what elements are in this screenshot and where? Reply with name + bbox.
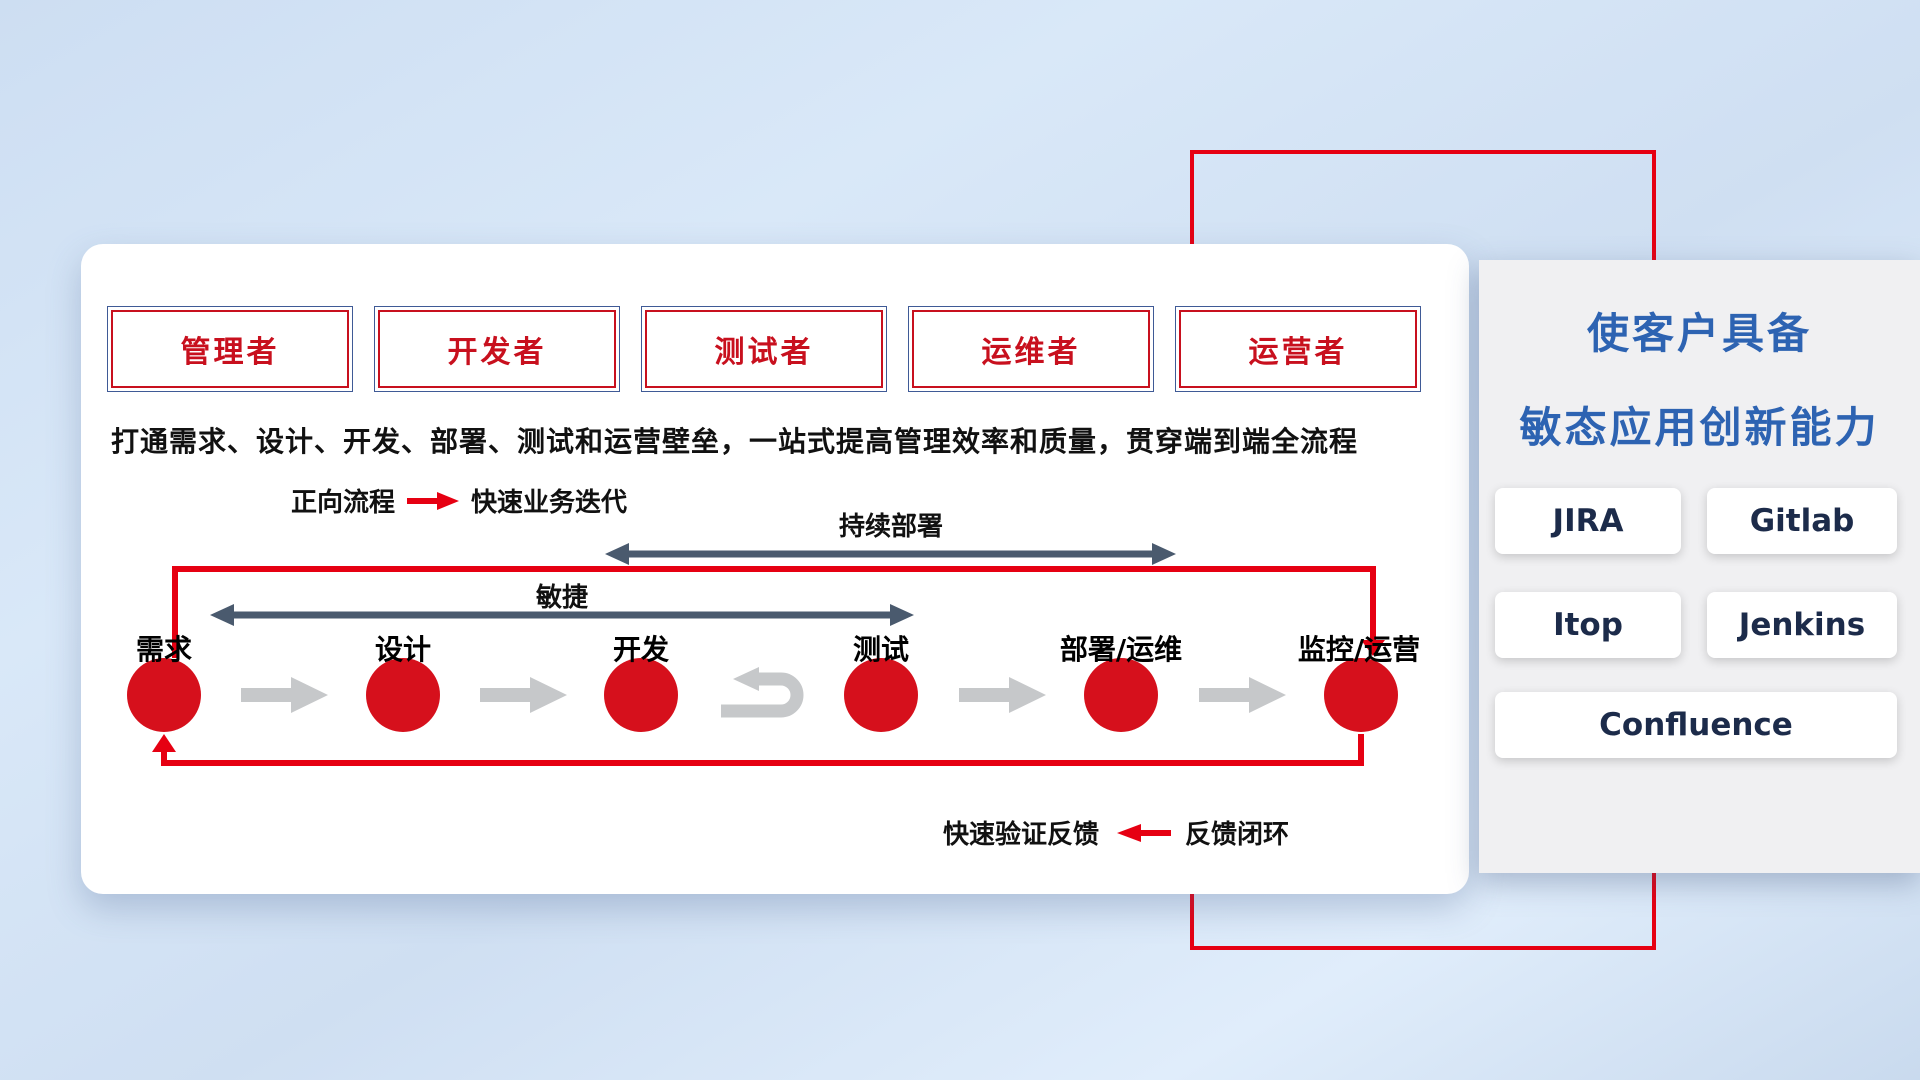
stage-label-development: 开发 (612, 633, 669, 666)
step-arrow-icons (241, 677, 1286, 713)
stage-label-deploy-ops: 部署/运维 (1059, 633, 1183, 666)
stage-node-testing (844, 658, 918, 732)
role-label: 运维者 (981, 335, 1081, 370)
forward-legend: 正向流程 快速业务迭代 (291, 482, 627, 519)
forward-flow-arrowhead (1361, 640, 1385, 656)
stage-node-requirements (127, 658, 201, 732)
iterate-uturn-arrow-icon (721, 667, 804, 718)
stage-label-design: 设计 (374, 633, 431, 666)
role-box-operations: 运维者 (908, 306, 1154, 392)
stage-node-development (604, 658, 678, 732)
feedback-legend: 快速验证反馈 反馈闭环 (943, 814, 1289, 851)
continuous-deploy-arrow (605, 543, 1176, 565)
roles-row: 管理者 开发者 测试者 运维者 运营者 (107, 306, 1421, 392)
role-box-tester: 测试者 (641, 306, 887, 392)
forward-legend-value: 快速业务迭代 (471, 488, 628, 518)
side-panel-title-line1: 使客户具备 (1586, 309, 1812, 358)
role-box-business-ops: 运营者 (1175, 306, 1421, 392)
forward-legend-label: 正向流程 (291, 488, 396, 518)
side-panel-title-line2: 敏态应用创新能力 (1519, 403, 1880, 452)
stage-label-testing: 测试 (852, 633, 909, 666)
role-label: 管理者 (180, 335, 280, 370)
forward-flow-line (172, 566, 1376, 658)
tool-badge-gitlab: Gitlab (1707, 488, 1897, 554)
panel-description: 打通需求、设计、开发、部署、测试和运营壁垒，一站式提高管理效率和质量，贯穿端到端… (111, 425, 1359, 458)
forward-arrow-icon (407, 491, 460, 510)
feedback-arrow-icon (1117, 823, 1172, 842)
stage-label-requirements: 需求 (135, 633, 192, 666)
devops-flow-panel: 管理者 开发者 测试者 运维者 运营者 打通需求、设计、开发、部署、测试和运营壁… (81, 244, 1469, 894)
role-label: 开发者 (447, 335, 547, 370)
flow-diagram (127, 543, 1398, 766)
agile-arrow (210, 604, 914, 626)
stage-node-monitor-ops (1324, 658, 1398, 732)
continuous-deploy-label: 持续部署 (838, 512, 943, 542)
capability-side-panel: 使客户具备 敏态应用创新能力 JIRA Gitlab Itop Jenkins … (1479, 260, 1920, 873)
stage-node-design (366, 658, 440, 732)
role-box-developer: 开发者 (374, 306, 620, 392)
feedback-legend-value: 反馈闭环 (1185, 820, 1290, 850)
tool-badge-itop: Itop (1495, 592, 1681, 658)
tool-badge-jira: JIRA (1495, 488, 1681, 554)
stage-node-deploy-ops (1084, 658, 1158, 732)
feedback-legend-label: 快速验证反馈 (943, 820, 1100, 850)
agile-label: 敏捷 (535, 583, 588, 613)
tool-badge-jenkins: Jenkins (1707, 592, 1897, 658)
stage-label-monitor-ops: 监控/运营 (1297, 633, 1421, 666)
tool-badge-confluence: Confluence (1495, 692, 1897, 758)
role-label: 测试者 (714, 335, 814, 370)
feedback-flow-line (161, 734, 1364, 766)
role-label: 运营者 (1248, 335, 1348, 370)
feedback-flow-arrowhead (152, 734, 176, 752)
role-box-manager: 管理者 (107, 306, 353, 392)
